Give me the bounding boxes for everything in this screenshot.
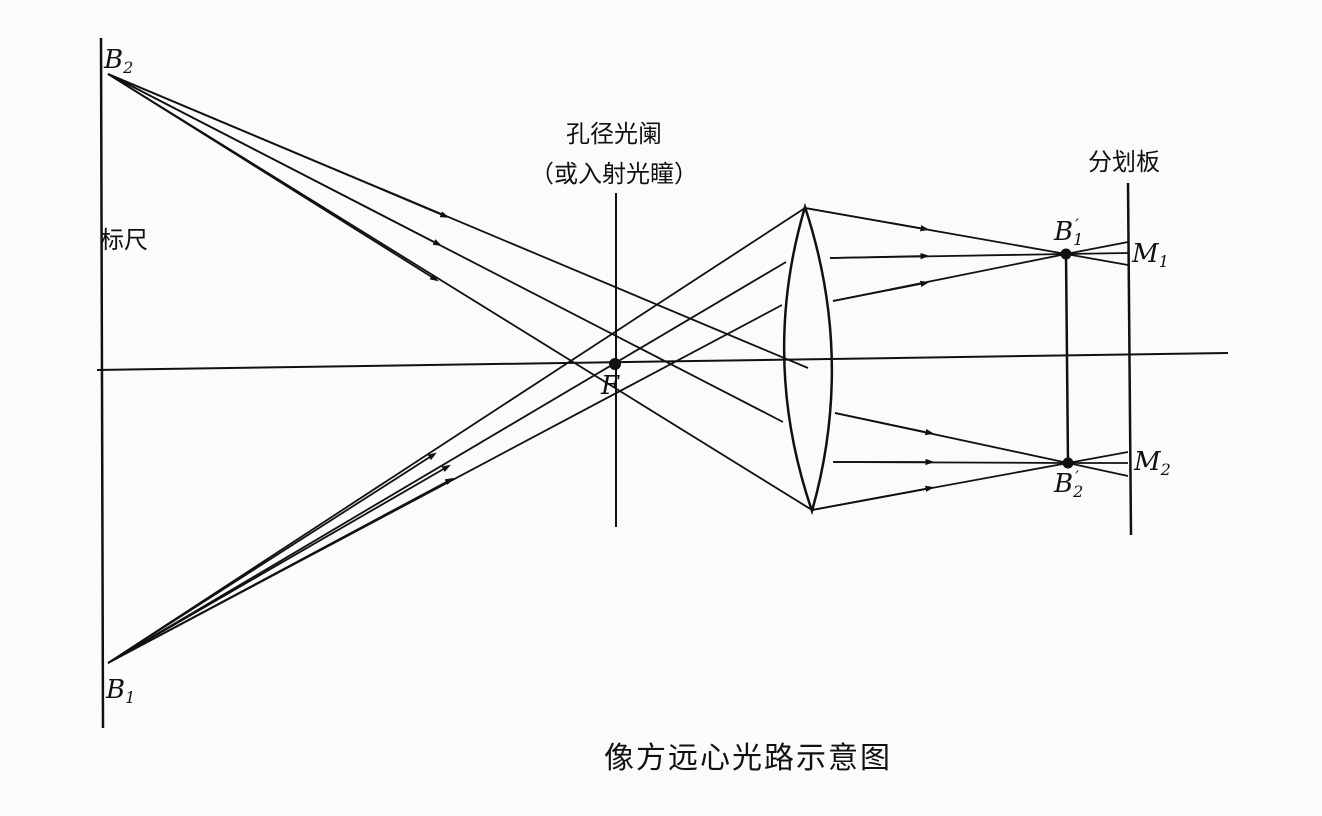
image-segment bbox=[1064, 253, 1070, 464]
img-ray-l-arrow-3 bbox=[811, 485, 935, 511]
focus-point bbox=[609, 358, 621, 370]
img-ray-u-cont-1 bbox=[1065, 253, 1129, 266]
lens bbox=[782, 202, 834, 516]
b1-label: B1 bbox=[105, 675, 135, 707]
rays-from-b1 bbox=[107, 207, 806, 664]
img-ray-u-cont-2 bbox=[1065, 252, 1129, 255]
ray-b2-arrow-1 bbox=[107, 73, 450, 218]
rays-from-b2 bbox=[107, 73, 813, 511]
aperture-label-line2: （或入射光瞳） bbox=[530, 160, 698, 188]
b2-prime-label: B2′ bbox=[1053, 467, 1083, 501]
img-ray-l-cont-1 bbox=[1067, 462, 1129, 477]
caption: 像方远心光路示意图 bbox=[604, 741, 892, 776]
b2-label: B2 bbox=[103, 45, 133, 77]
img-ray-l-arrow-1 bbox=[834, 412, 935, 436]
img-ray-u-cont-3 bbox=[1065, 241, 1129, 255]
optical-axis bbox=[96, 352, 1229, 371]
ray-b2-arrow-3 bbox=[107, 73, 439, 282]
image-rays-upper bbox=[804, 207, 1129, 302]
ruler-line bbox=[99, 37, 105, 729]
img-ray-u-arrow-1 bbox=[804, 207, 930, 232]
focus-label: F bbox=[600, 371, 620, 401]
m1-label: M1 bbox=[1131, 239, 1169, 271]
ray-b2-arrow-2 bbox=[107, 73, 443, 247]
img-ray-l-cont-3 bbox=[1067, 451, 1129, 464]
image-rays-lower bbox=[811, 412, 1129, 511]
ruler-label: 标尺 bbox=[100, 226, 148, 254]
b1-prime-label: B1′ bbox=[1053, 215, 1083, 249]
m2-label: M2 bbox=[1133, 447, 1171, 479]
reticle-label: 分划板 bbox=[1088, 148, 1160, 176]
ray-b1-1 bbox=[107, 207, 806, 664]
reticle-line bbox=[1126, 182, 1133, 536]
aperture-label-line1: 孔径光阑 bbox=[566, 120, 662, 148]
ray-b1-arrow-2 bbox=[107, 464, 451, 664]
image-point-b1-prime bbox=[1060, 248, 1072, 260]
ray-b1-2 bbox=[107, 261, 787, 664]
image-point-b2-prime bbox=[1062, 457, 1074, 469]
img-ray-u-arrow-2 bbox=[829, 252, 930, 260]
ray-b1-arrow-1 bbox=[107, 452, 437, 664]
img-ray-u-arrow-3 bbox=[832, 280, 930, 302]
ray-b1-arrow-3 bbox=[107, 477, 454, 664]
